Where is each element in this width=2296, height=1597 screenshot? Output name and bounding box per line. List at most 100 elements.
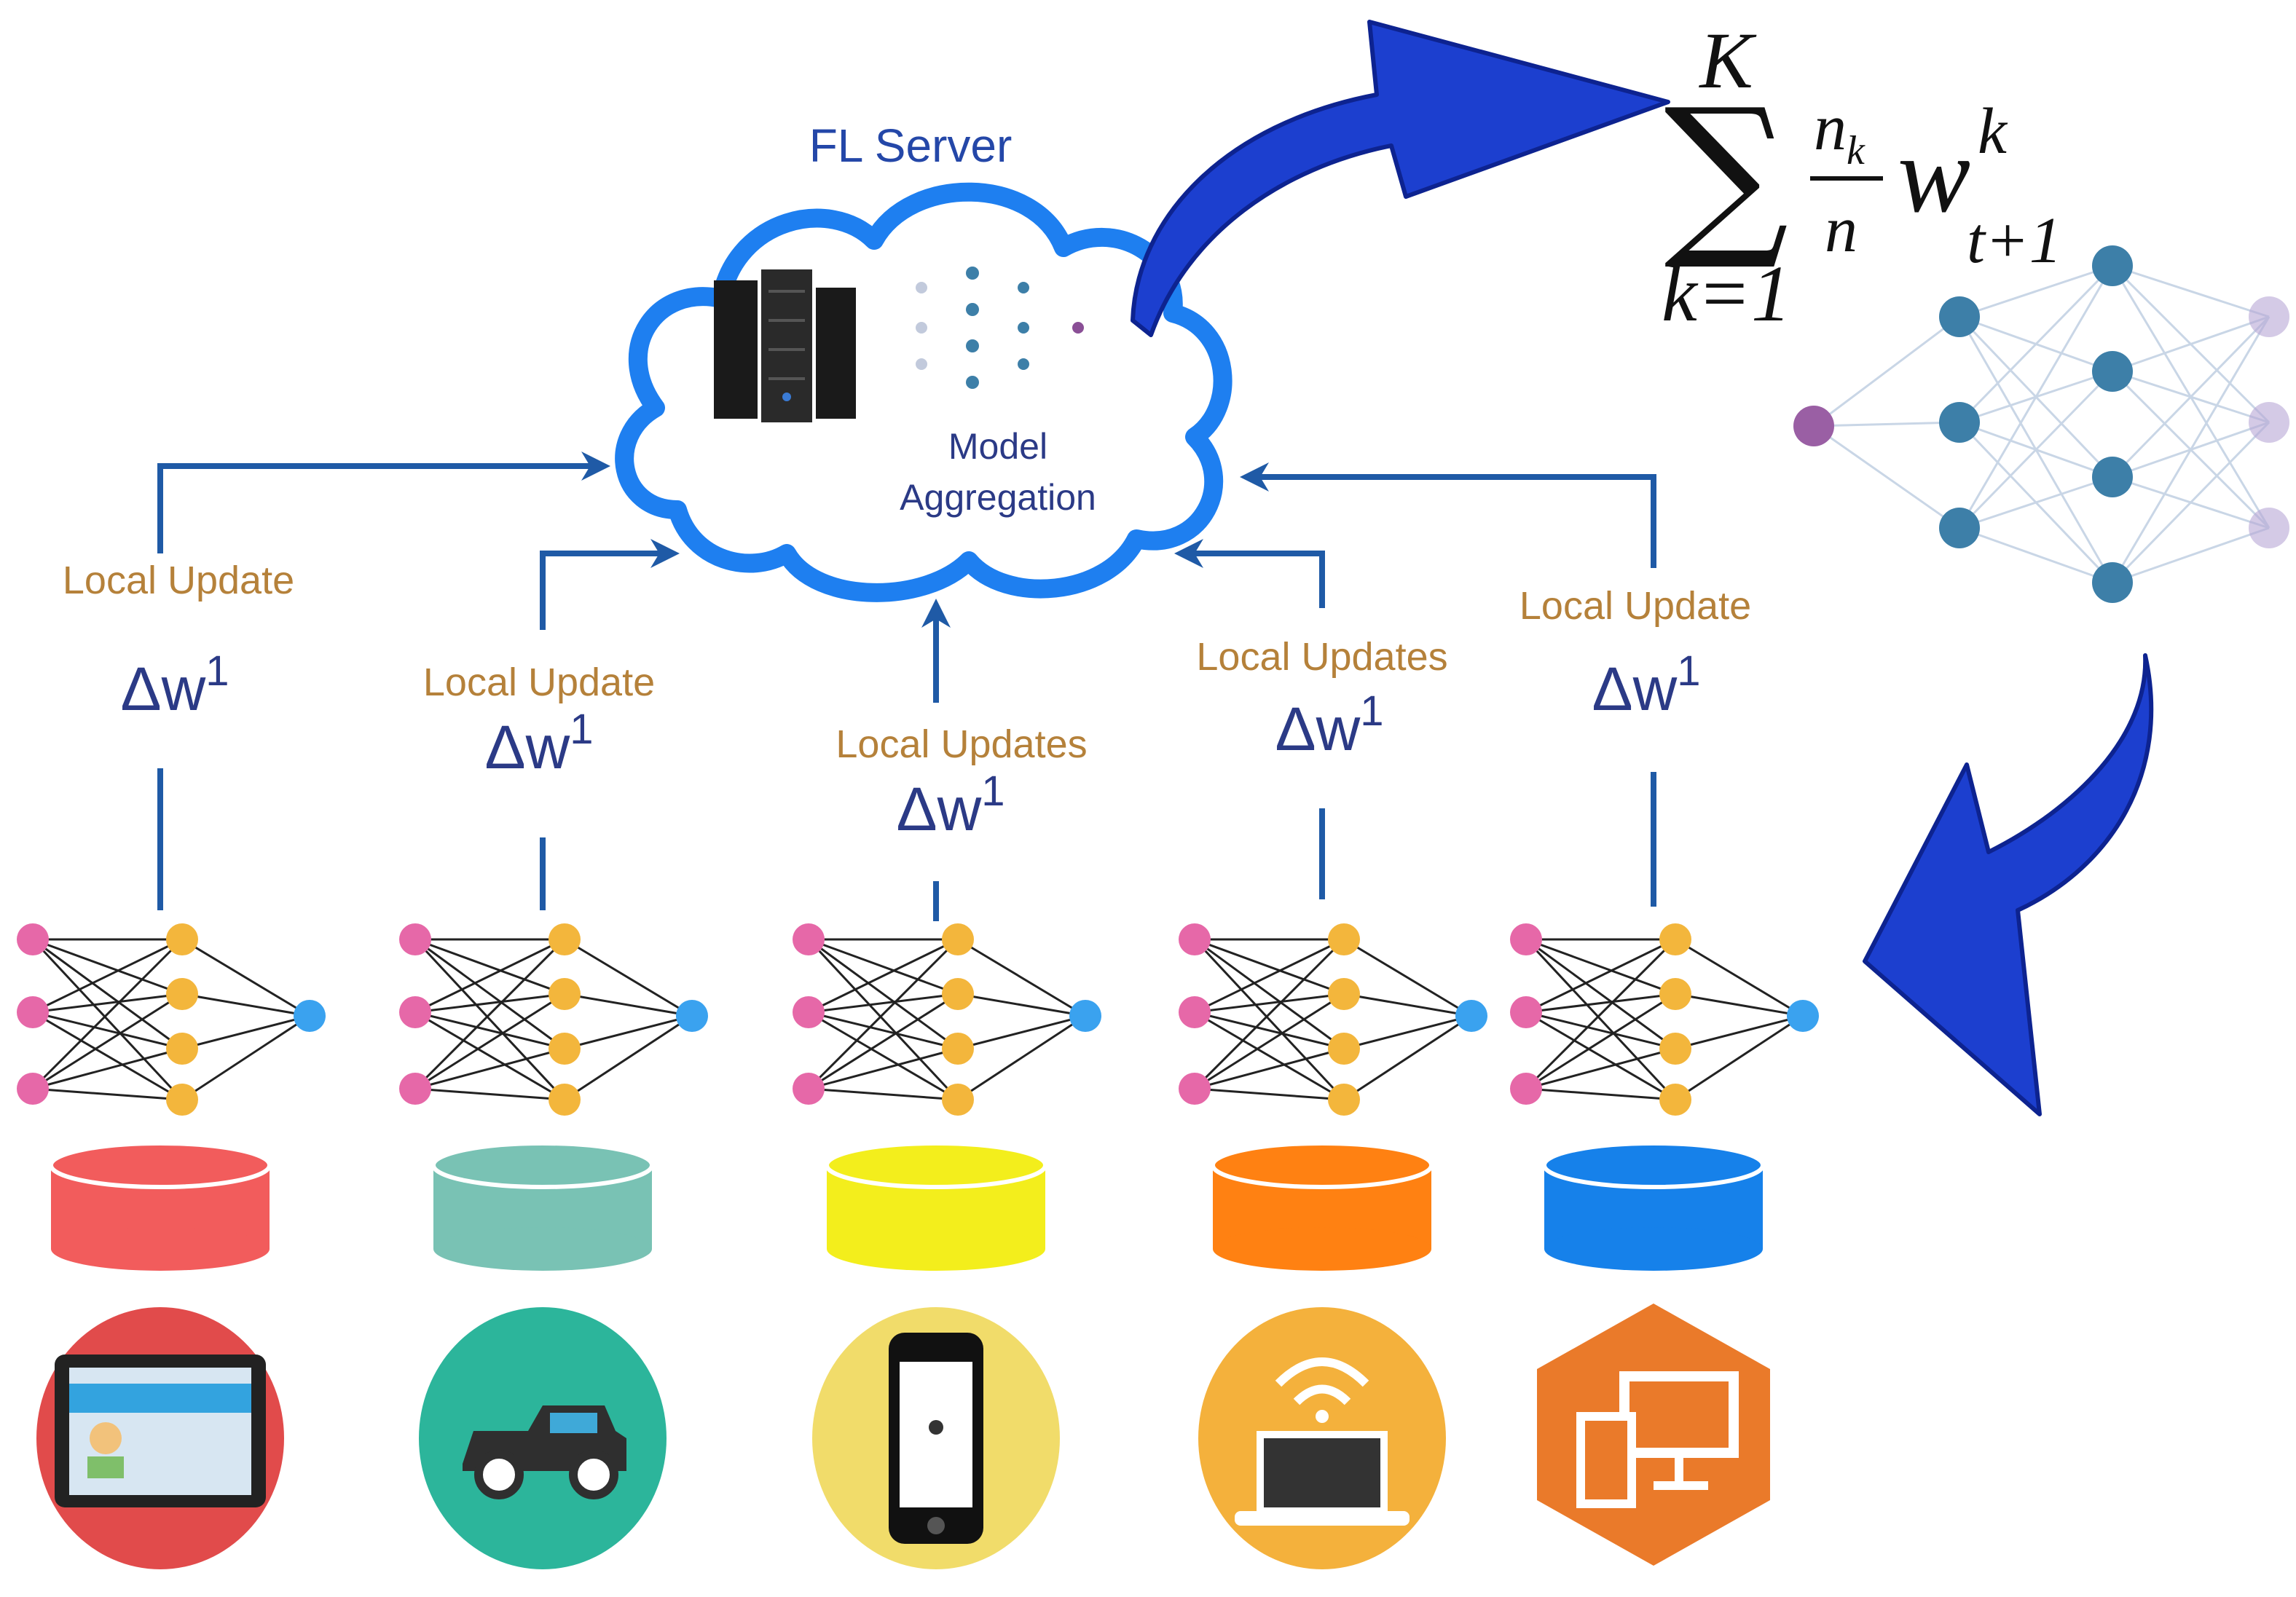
input-node [399,996,431,1028]
local-update-label: Local Updates [1196,635,1447,679]
global-node [2249,402,2289,443]
nn-edge [414,1011,565,1101]
update-arrows [157,452,1656,703]
nn-edge [414,938,566,1090]
nn-edge [414,938,565,1050]
hidden-node [1328,923,1360,955]
global-edge [2111,316,2271,583]
hidden-node [942,1033,974,1065]
nn-edge [957,1014,1086,1101]
tablet-icon [36,1307,284,1569]
local-update-label: Local Update [423,661,655,704]
nn-edge [1525,1011,1676,1050]
global-edge [1959,527,2113,584]
delta-weight-label: Δw1 [484,706,593,781]
delta-weight-label: Δw1 [896,768,1004,843]
global-node [2249,508,2289,548]
global-edge [1958,264,2114,424]
client-3 [793,923,1101,1569]
hidden-node [942,978,974,1010]
nn-edge [564,993,693,1017]
nn-edge [181,1014,310,1101]
global-edge [2111,421,2271,584]
nn-edge [414,938,566,1101]
aggregation-line1: Model [948,426,1047,467]
global-node [2092,351,2133,392]
delta-weight-sup: 1 [1677,647,1700,695]
nn-edge [1194,1047,1345,1090]
nn-edge [32,1047,183,1090]
nn-edge [808,938,959,1050]
database-icon [825,1141,1047,1271]
delta-weight-sup: 1 [981,768,1004,815]
nn-edge [1194,938,1345,1014]
global-node [1939,296,1980,337]
nn-edge [1525,938,1676,1050]
car-icon [419,1307,667,1569]
global-model-network [1793,245,2289,603]
nn-edge [564,1014,693,1101]
nn-edge [808,1011,959,1050]
nn-edge [1675,1014,1804,1050]
nn-edge [1525,938,1677,1101]
global-edge [1813,315,1960,427]
nn-edge [1525,938,1676,1014]
input-node [1510,996,1542,1028]
nn-edge [1675,993,1804,1017]
nn-edge [1194,938,1345,1050]
nn-edge [1194,993,1345,1014]
delta-weight-label: Δw1 [1275,687,1383,763]
nn-edge [1675,938,1804,1017]
aggregate-to-formula-arrow [1131,20,1670,337]
nn-edge [32,1087,183,1101]
formula-weight-sub: t+1 [1967,205,2062,277]
nn-edge [1525,993,1676,1090]
hidden-node [549,1033,581,1065]
nn-edge [1194,993,1345,1090]
nn-edge [414,938,565,995]
nn-edge [1525,993,1676,1014]
update-connectors [157,768,1656,921]
nn-edge [564,1014,693,1050]
hidden-node [166,1084,198,1116]
nn-edge [957,993,1086,1017]
hidden-node [549,923,581,955]
hidden-node [1328,1084,1360,1116]
nn-edge [808,993,959,1090]
nn-edge [1194,938,1345,995]
smartphone-icon [812,1307,1060,1569]
nn-edge [1525,1047,1676,1090]
global-node [2249,296,2289,337]
input-node [793,1073,825,1105]
faint-network-icon [916,267,1084,389]
global-node [1939,402,1980,443]
nn-edge [957,1014,1086,1050]
global-edge [1958,370,2114,529]
nn-edge [807,938,959,1101]
nn-edge [1343,1014,1472,1101]
fl-server-cloud: Model Aggregation [615,182,1232,602]
output-node [1787,1000,1819,1032]
nn-edge [1525,1011,1676,1101]
delta-weight-base: Δw [120,655,205,723]
nn-edge [32,938,183,1014]
global-node [2092,245,2133,286]
nn-edge [1193,938,1345,1090]
nn-edge [808,938,959,1014]
formula-denominator: n [1825,194,1857,266]
nn-edge [414,1011,565,1050]
database-icon [1542,1141,1765,1271]
delta-weight-base: Δw [484,713,570,781]
global-node [2092,562,2133,603]
hidden-node [1659,1084,1691,1116]
update-arrow-5 [1240,462,1656,568]
formula-weight: w [1898,114,1970,235]
input-node [1179,923,1211,955]
hidden-node [1328,978,1360,1010]
delta-weight-sup: 1 [1360,687,1383,735]
global-node [2092,457,2133,497]
nn-edge [1343,993,1472,1017]
output-node [1069,1000,1101,1032]
input-node [17,1073,49,1105]
